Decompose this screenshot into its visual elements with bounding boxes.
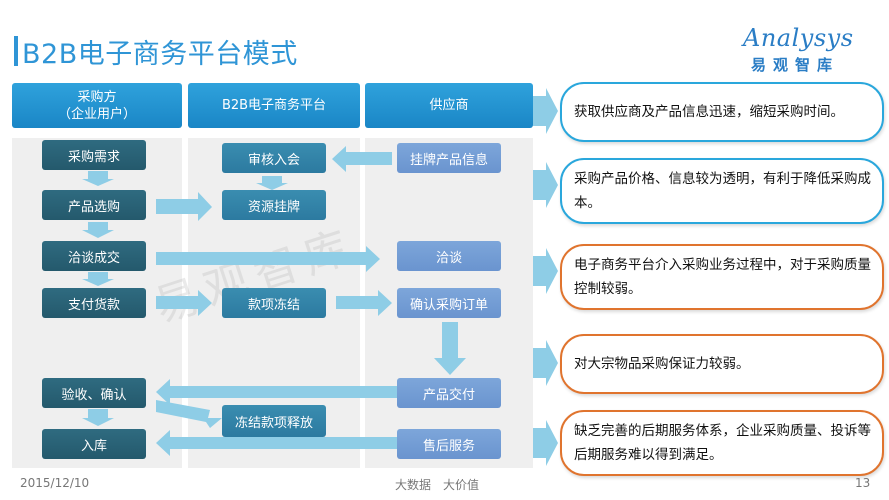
arrow-deal-to-negotiation xyxy=(156,246,380,272)
footer-date: 2015/12/10 xyxy=(20,476,90,490)
arrow-callout-5 xyxy=(533,420,558,466)
buyer-column-header: 采购方 （企业用户） xyxy=(12,83,182,128)
arrow-pay-to-freeze xyxy=(156,290,212,316)
page-title: B2B电子商务平台模式 xyxy=(22,39,298,70)
arrow-need-to-select xyxy=(82,171,114,186)
box-payment-freeze: 款项冻结 xyxy=(222,288,326,318)
box-resource-list: 资源挂牌 xyxy=(222,190,326,220)
box-negotiate-deal: 洽谈成交 xyxy=(42,241,146,271)
box-after-sales: 售后服务 xyxy=(397,429,501,459)
arrow-inspect-to-storage xyxy=(82,409,114,426)
box-freeze-release: 冻结款项释放 xyxy=(222,405,326,437)
platform-column-header: B2B电子商务平台 xyxy=(188,83,360,128)
arrow-callout-3 xyxy=(533,248,558,294)
arrow-info-to-review xyxy=(332,146,392,172)
arrow-freeze-to-order xyxy=(336,290,392,316)
callout-advantage-speed: 获取供应商及产品信息迅速，缩短采购时间。 xyxy=(560,82,884,142)
title-accent-bar xyxy=(14,36,18,66)
box-pay-goods: 支付货款 xyxy=(42,288,146,318)
arrow-deal-to-pay xyxy=(82,272,114,286)
arrow-service-to-storage xyxy=(156,430,398,456)
box-list-product-info: 挂牌产品信息 xyxy=(397,143,501,173)
page-number: 13 xyxy=(855,476,871,490)
box-product-select: 产品选购 xyxy=(42,190,146,220)
box-inspect-confirm: 验收、确认 xyxy=(42,378,146,408)
arrow-select-to-list xyxy=(156,192,212,221)
supplier-column-header: 供应商 xyxy=(365,83,533,128)
footer-slogan: 大数据 大价值 xyxy=(395,478,480,492)
callout-weakness-service: 缺乏完善的后期服务体系，企业采购质量、投诉等后期服务难以得到满足。 xyxy=(560,410,884,476)
arrow-callout-4 xyxy=(533,340,558,386)
logo-word: Analysys xyxy=(743,24,854,52)
box-product-delivery: 产品交付 xyxy=(397,378,501,408)
callout-weakness-bulk: 对大宗物品采购保证力较弱。 xyxy=(560,334,884,394)
box-review-join: 审核入会 xyxy=(222,143,326,173)
box-confirm-order: 确认采购订单 xyxy=(397,288,501,318)
arrow-order-to-delivery xyxy=(434,322,466,375)
callout-advantage-cost: 采购产品价格、信息较为透明，有利于降低采购成本。 xyxy=(560,158,884,224)
box-purchase-need: 采购需求 xyxy=(42,140,146,170)
arrow-callout-1 xyxy=(533,88,558,134)
arrow-select-to-deal xyxy=(82,222,114,238)
arrow-delivery-to-inspect xyxy=(156,379,398,405)
logo-subtitle: 易观智库 xyxy=(751,56,840,74)
arrow-inspect-to-release xyxy=(156,400,222,428)
box-negotiation: 洽谈 xyxy=(397,241,501,271)
arrow-callout-2 xyxy=(533,162,558,208)
callout-weakness-quality: 电子商务平台介入采购业务过程中，对于采购质量控制较弱。 xyxy=(560,244,884,310)
arrow-review-to-list xyxy=(256,176,288,190)
box-storage: 入库 xyxy=(42,429,146,459)
logo: Analysys 易观智库 xyxy=(737,24,865,82)
